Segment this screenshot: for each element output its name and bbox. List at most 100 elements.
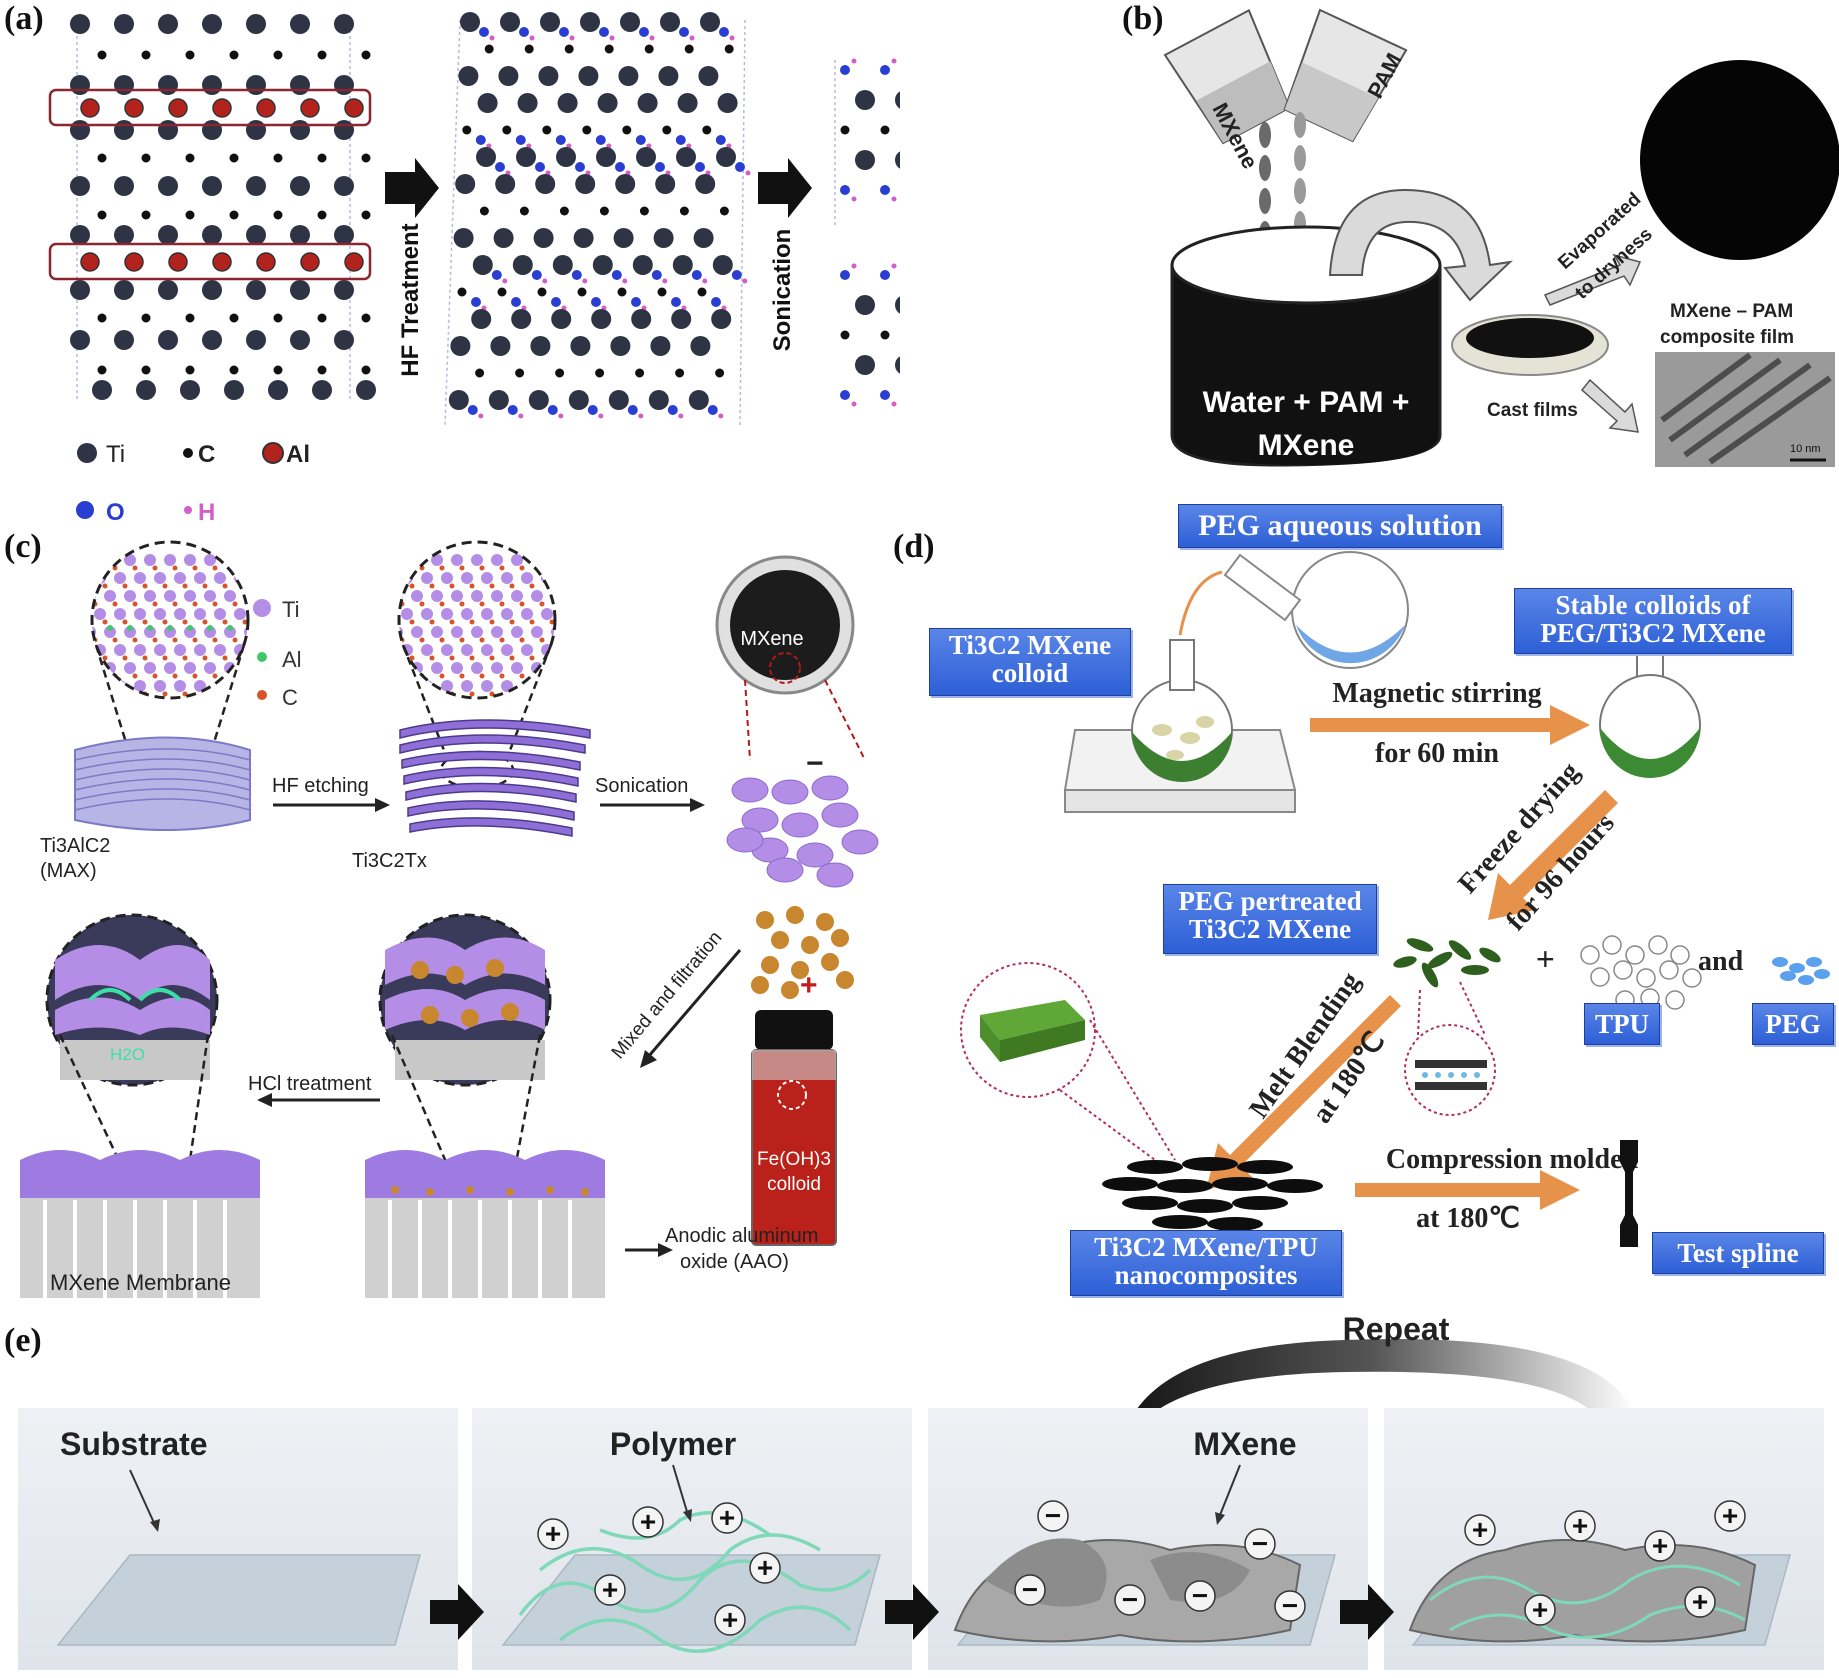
tpu-pellets xyxy=(1580,935,1702,1010)
c-atom xyxy=(212,637,218,643)
ti-atom xyxy=(511,626,523,638)
c-atom xyxy=(577,287,587,297)
ti-atom xyxy=(134,644,146,656)
c-atom xyxy=(582,125,592,135)
mxene-label: MXene xyxy=(1193,1426,1296,1462)
c-atom xyxy=(409,655,415,661)
ti-atom xyxy=(334,280,354,300)
ti-atom xyxy=(471,309,492,329)
etched-lattice xyxy=(448,12,751,419)
c-atom xyxy=(409,619,415,625)
h-atom xyxy=(742,278,748,284)
charge-circle xyxy=(1014,1574,1046,1606)
ti-atom xyxy=(154,608,166,620)
ti-atom xyxy=(695,174,716,194)
c-atom xyxy=(524,44,534,54)
o-atom xyxy=(491,270,502,280)
ti-atom xyxy=(431,662,443,674)
nano-label-2: nanocomposites xyxy=(1114,1260,1298,1291)
ti-atom xyxy=(690,336,711,356)
c-atom xyxy=(599,206,609,216)
ti-atom xyxy=(608,390,629,410)
ti-atom xyxy=(575,174,596,194)
o-atom xyxy=(695,162,705,172)
o-atom xyxy=(635,135,646,145)
fe-oh3-particle xyxy=(836,971,854,989)
c-atom xyxy=(684,44,694,54)
max-label: (MAX) xyxy=(40,860,97,882)
ti-atom xyxy=(124,554,136,566)
c-atom xyxy=(162,583,168,589)
mxene-flake xyxy=(811,775,849,801)
max-formula: Ti3AlC2 xyxy=(40,835,110,857)
c-atom xyxy=(97,153,107,163)
test-spline-box: Test spline xyxy=(1652,1232,1824,1274)
membrane-zoom-right xyxy=(378,913,552,1087)
c-atom xyxy=(92,673,98,679)
mxene-flakes xyxy=(726,775,879,888)
substrate-label: Substrate xyxy=(60,1426,208,1462)
ti-atom xyxy=(895,91,900,109)
ti-atom xyxy=(164,554,176,566)
ti-atom xyxy=(134,680,146,692)
c-atom xyxy=(97,365,107,375)
sonication-label-a: Sonication xyxy=(769,229,796,352)
charge-markers: ++++++−−−−−−++++++ xyxy=(537,1500,1746,1636)
o-atom xyxy=(840,270,850,280)
c-atom xyxy=(459,601,465,607)
ti-atom xyxy=(158,330,178,350)
positive-charge: + xyxy=(1532,1594,1548,1625)
ti-atom xyxy=(204,590,216,602)
c-atom xyxy=(263,584,268,589)
charge-circle xyxy=(1564,1510,1596,1542)
c-atom xyxy=(212,601,218,607)
ti-atom xyxy=(561,644,573,656)
stirring-flask xyxy=(1063,639,1297,813)
ti-atom xyxy=(224,590,236,602)
al-atom xyxy=(256,98,276,118)
ti-atom xyxy=(531,626,543,638)
ti-atom xyxy=(399,554,403,566)
c-atom xyxy=(617,287,627,297)
h-atom xyxy=(851,58,857,64)
al-atom xyxy=(147,625,153,631)
c-atom xyxy=(409,583,415,589)
o-atom xyxy=(679,27,689,37)
ti-atom xyxy=(254,680,266,692)
lbl-composite xyxy=(1408,1539,1757,1643)
ti-atom xyxy=(458,66,479,86)
c-atom xyxy=(479,601,485,607)
h-atom xyxy=(745,170,751,176)
c-atom xyxy=(459,565,465,571)
flake-charge-minus: − xyxy=(806,747,824,780)
ti-atom xyxy=(154,572,166,584)
ti-atom xyxy=(174,572,186,584)
ti-atom xyxy=(461,680,473,692)
c-atom xyxy=(515,368,525,378)
charge-circle xyxy=(594,1574,626,1606)
ti-atom xyxy=(154,644,166,656)
ti-atom xyxy=(94,608,106,620)
ti-atom xyxy=(491,590,503,602)
c-atom xyxy=(132,637,138,643)
c-atom xyxy=(529,655,535,661)
stirring-label-2: for 60 min xyxy=(1375,738,1499,769)
ti-atom xyxy=(180,380,200,400)
c-atom xyxy=(724,44,734,54)
compression-label-1: Compression molded xyxy=(1386,1144,1639,1175)
ti-atom xyxy=(541,572,553,584)
ti-atom xyxy=(855,150,875,170)
ti-atom xyxy=(521,572,533,584)
c-atom xyxy=(317,153,327,163)
charge-circle xyxy=(714,1604,746,1636)
c-atom xyxy=(122,583,128,589)
hf-arrow xyxy=(385,158,439,218)
charge-circle xyxy=(749,1552,781,1584)
ti-atom xyxy=(501,572,513,584)
positive-charge: + xyxy=(545,1518,561,1549)
c-atom xyxy=(489,655,495,661)
mxene-flake xyxy=(841,829,879,855)
c-atom xyxy=(449,619,455,625)
ti-atom xyxy=(501,608,513,620)
